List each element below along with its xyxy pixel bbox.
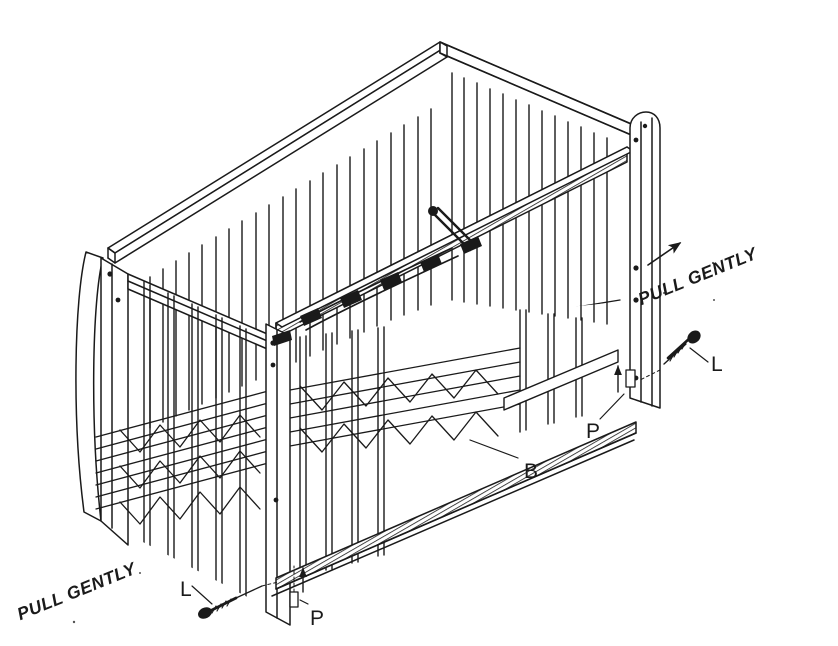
right-end-lower-members xyxy=(503,309,619,433)
label-L-bottom: L xyxy=(180,578,193,601)
front-center-post xyxy=(265,323,291,626)
right-end-top-rail xyxy=(275,146,634,339)
label-B-center: B xyxy=(524,460,539,483)
pull-arrow-right xyxy=(647,242,682,266)
pin-P-right xyxy=(599,344,636,420)
back-top-rail-right xyxy=(439,41,637,138)
bolt-L-bottom xyxy=(191,581,279,619)
label-P-right: P xyxy=(586,420,601,443)
front-slats xyxy=(299,326,385,577)
mattress-support-rail-B xyxy=(271,421,637,597)
pin-P-bottom xyxy=(289,565,309,608)
leader-line-B xyxy=(469,439,519,459)
label-L-right: L xyxy=(711,353,724,376)
back-top-rail-left xyxy=(107,41,448,264)
left-end-panel xyxy=(75,251,273,603)
bolt-L-right xyxy=(639,330,709,381)
top-rail-hardware xyxy=(272,206,482,346)
label-P-bottom: P xyxy=(310,607,325,630)
